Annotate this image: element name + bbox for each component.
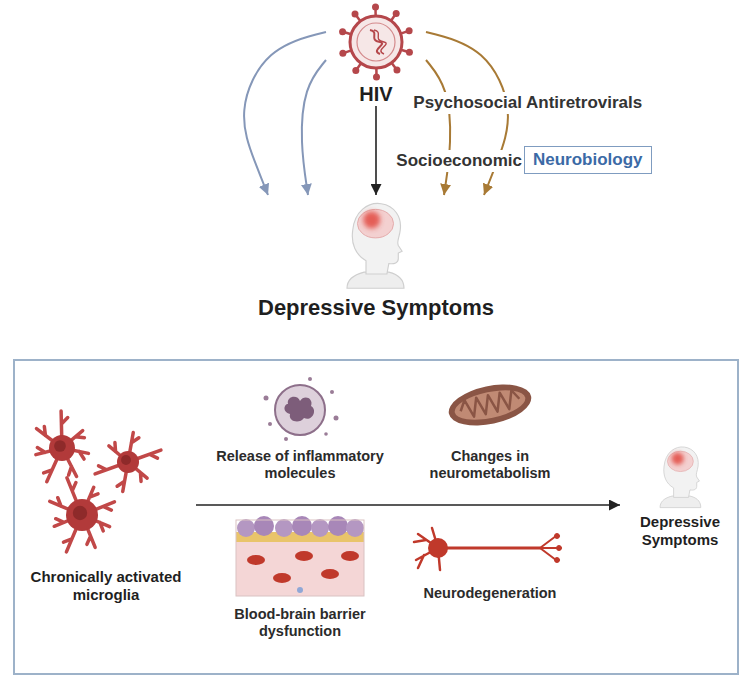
outcome-node: Depressive Symptoms [251, 195, 501, 321]
connector-arrow [302, 60, 326, 195]
connector-arrow [375, 106, 377, 195]
node-text: Chronically activated microglia [20, 568, 192, 604]
neuron-icon [414, 528, 562, 570]
step-label: Neurodegeneration [405, 585, 575, 602]
panel-frame [14, 360, 738, 674]
microglia-icon [36, 411, 161, 552]
node-text: Depressive Symptoms [255, 295, 497, 321]
blood-brain-barrier-icon [236, 516, 364, 596]
mitochondrion-icon [445, 378, 535, 433]
step-label: Changes in neurometabolism [415, 448, 565, 483]
head-icon [660, 447, 701, 508]
connector-arrow [244, 32, 326, 195]
boxed-edge-label: Neurobiology [524, 146, 652, 174]
step-label: Blood-brain barrier dysfunction [210, 606, 390, 641]
hiv-virus-icon [339, 4, 413, 81]
microglia-node: Chronically activated microglia [16, 398, 196, 604]
outcome-node: Depressive Symptoms [620, 443, 740, 549]
inflammatory-cell-icon [264, 377, 339, 441]
node-text: Depressive Symptoms [624, 513, 736, 549]
node-text: HIV [330, 82, 422, 106]
connector-arrow [426, 32, 508, 195]
edge-label: Antiretrovirals [524, 92, 644, 114]
head-icon [347, 203, 404, 288]
connector-arrow [196, 504, 620, 506]
connector-arrow [426, 60, 450, 195]
virus-node: HIV [326, 2, 426, 106]
edge-label: Socioeconomic [394, 150, 524, 172]
step-label: Release of inflammatory molecules [200, 448, 400, 483]
edge-label: Psychosocial [411, 92, 524, 114]
